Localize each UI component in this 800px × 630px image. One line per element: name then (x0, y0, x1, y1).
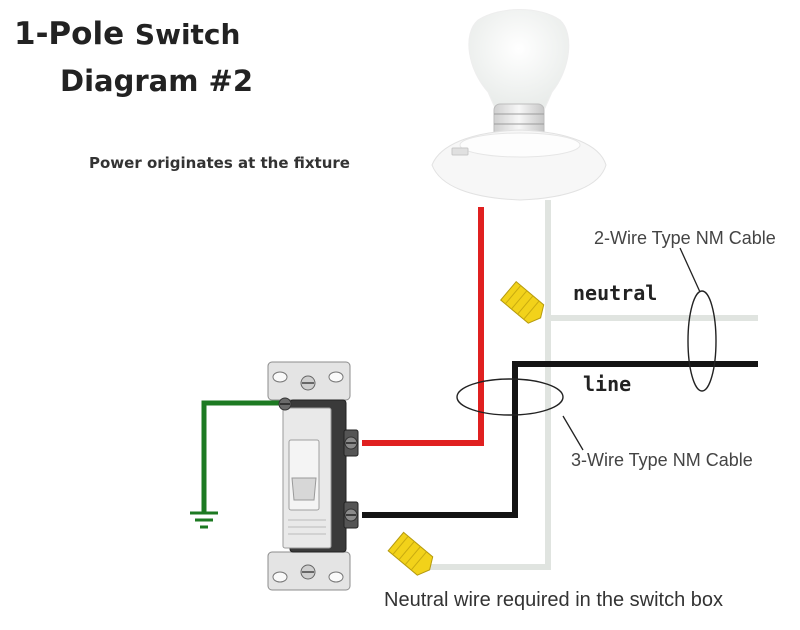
neutral-wire (418, 200, 758, 570)
three-wire-cable-ring (456, 378, 564, 416)
wire-nut-icon (387, 531, 434, 576)
light-fixture-icon (431, 9, 607, 201)
ground-wire (201, 400, 280, 512)
wire-nut-icon (500, 280, 545, 324)
title-part-switch: Switch (134, 18, 241, 51)
switch-box-note: Neutral wire required in the switch box (384, 589, 724, 611)
diagram-subtitle: Power originates at the fixture (89, 154, 350, 172)
three-wire-leader (562, 415, 584, 451)
hot-wire-red (362, 207, 484, 446)
neutral-label: neutral (573, 281, 658, 305)
three-wire-cable-label: 3-Wire Type NM Cable (571, 450, 753, 470)
two-wire-cable-label: 2-Wire Type NM Cable (594, 228, 776, 248)
line-label: line (583, 372, 632, 396)
diagram-title-line2: Diagram #2 (60, 64, 254, 98)
line-wire-black (362, 361, 758, 518)
diagram-title-line1: 1-Pole Switch (14, 16, 240, 52)
title-part-pole: 1-Pole (14, 16, 135, 52)
two-wire-cable-ring (687, 290, 717, 392)
ground-symbol-icon (190, 511, 218, 529)
two-wire-leader (679, 247, 701, 293)
single-pole-switch-icon (267, 361, 359, 591)
